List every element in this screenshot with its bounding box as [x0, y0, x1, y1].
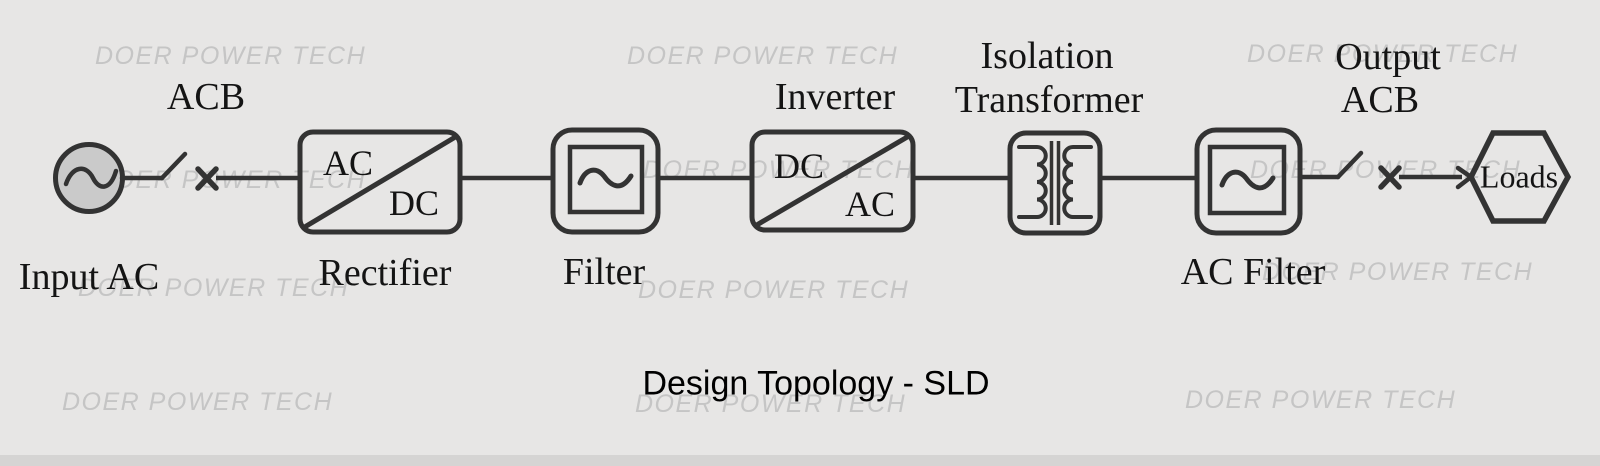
transformer-label-line1: Isolation — [980, 35, 1114, 77]
input-breaker-label: ACB — [166, 76, 246, 118]
watermark: DOER POWER TECH — [1262, 258, 1534, 286]
transformer-label-line2: Transformer — [954, 79, 1144, 121]
watermark: DOER POWER TECH — [1185, 386, 1457, 414]
dc-filter-label: Filter — [562, 251, 646, 293]
watermark: DOER POWER TECH — [1247, 40, 1519, 68]
rectifier-output-label: DC — [388, 183, 440, 223]
ac-source-icon — [53, 142, 125, 214]
inverter-input-label: DC — [773, 146, 825, 186]
ac-filter-icon — [1194, 127, 1303, 236]
input-breaker-switch-icon — [119, 151, 219, 191]
filter-icon — [550, 127, 661, 235]
output-breaker-label-line1: Output — [1335, 36, 1441, 78]
transformer-icon — [1007, 130, 1103, 236]
rectifier-input-label: AC — [322, 143, 374, 183]
rectifier-label: Rectifier — [318, 252, 452, 294]
output-breaker-switch-icon — [1297, 150, 1402, 190]
diagram-title: Design Topology - SLD — [642, 364, 990, 403]
watermark: DOER POWER TECH — [78, 274, 350, 302]
watermark: DOER POWER TECH — [95, 42, 367, 70]
output-breaker-label-line2: ACB — [1340, 79, 1420, 121]
source-label: Input AC — [18, 256, 160, 298]
ac-dc-converter-icon — [297, 129, 463, 235]
inverter-label: Inverter — [774, 76, 896, 118]
watermark: DOER POWER TECH — [638, 276, 910, 304]
watermark: DOER POWER TECH — [627, 42, 899, 70]
dc-ac-converter-icon — [749, 129, 916, 233]
inverter-output-label: AC — [844, 184, 896, 224]
loads-label: Loads — [1479, 158, 1559, 195]
watermark: DOER POWER TECH — [635, 390, 907, 418]
bottom-edge-strip — [0, 455, 1600, 466]
load-hexagon-icon — [1467, 130, 1572, 224]
watermark: DOER POWER TECH — [62, 388, 334, 416]
ac-filter-label: AC Filter — [1180, 251, 1326, 293]
